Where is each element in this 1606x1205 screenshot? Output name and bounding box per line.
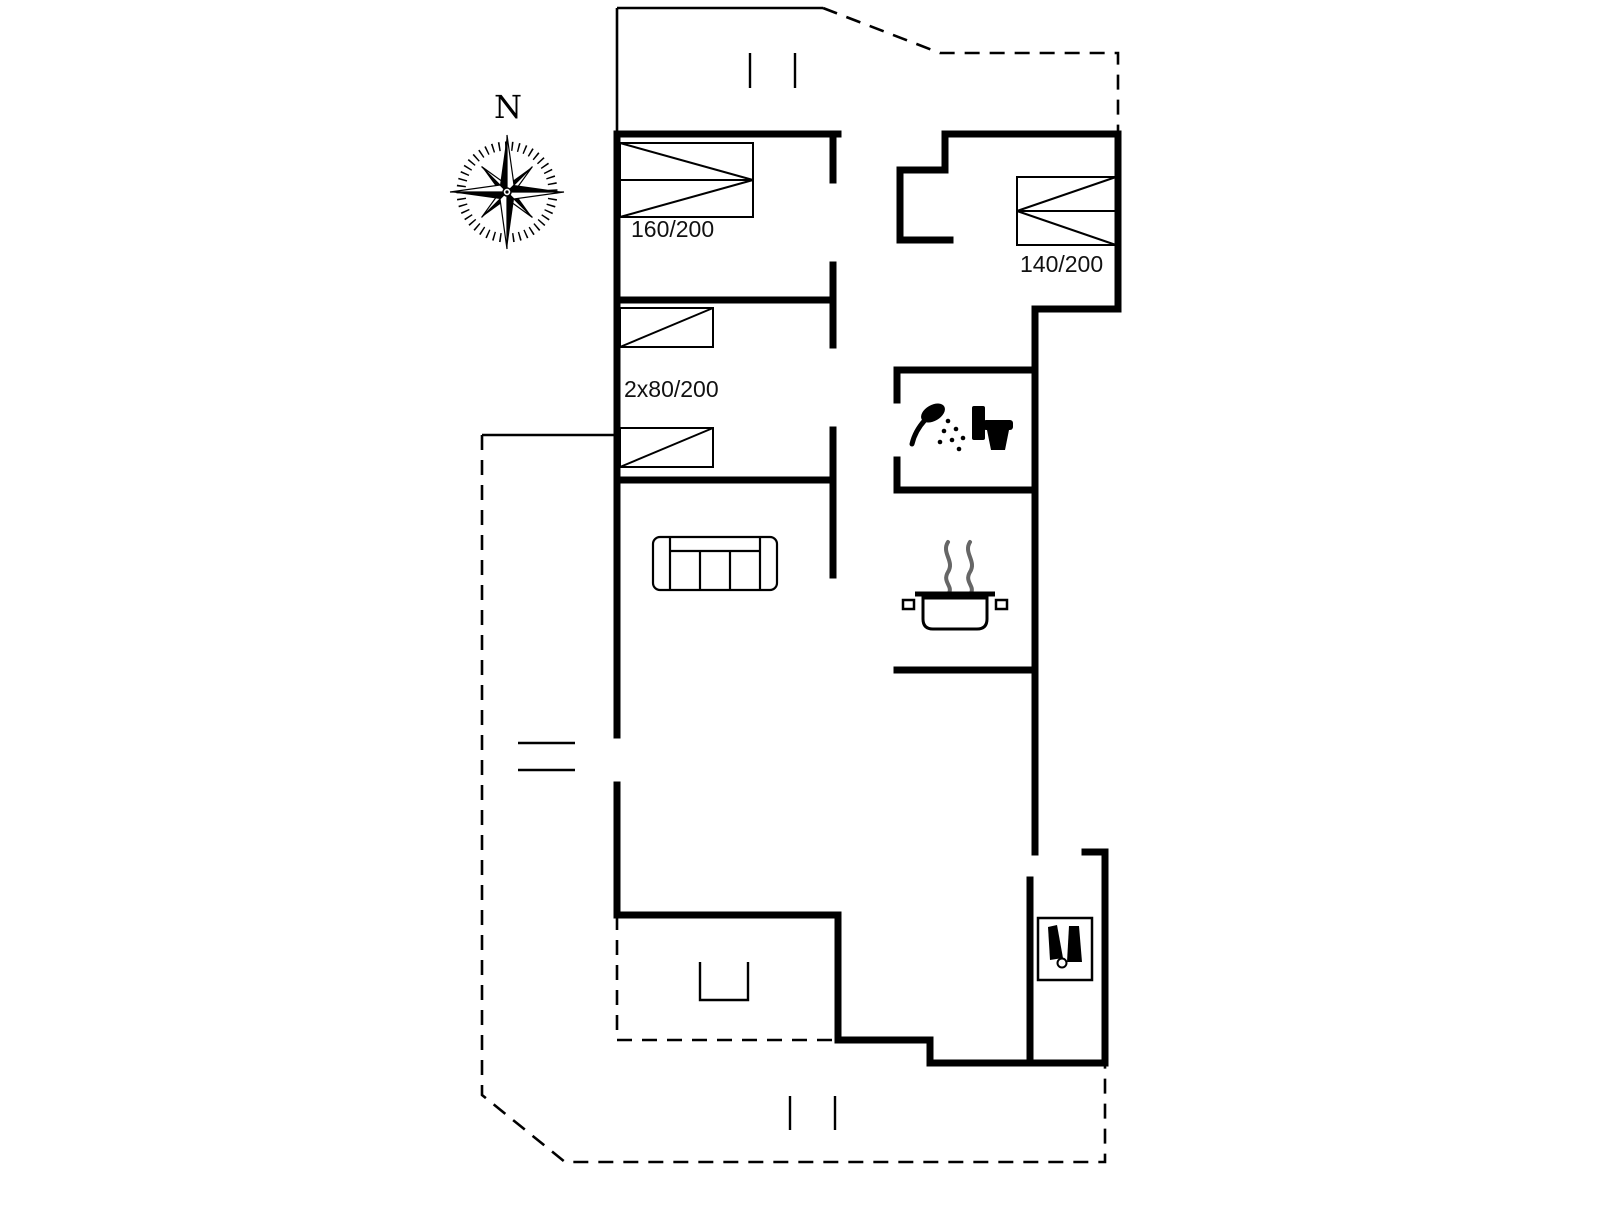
bed-double-icon — [619, 142, 754, 218]
steam-icon — [966, 540, 974, 595]
bed-double-label: 160/200 — [631, 216, 714, 242]
steam-icon — [944, 540, 952, 595]
bed-twin-label: 2x80/200 — [624, 376, 719, 402]
walls — [613, 130, 1122, 1067]
pot-with-steam-icon — [901, 540, 1009, 631]
opening-marks — [518, 53, 837, 1130]
terrace-dashed-outline — [480, 6, 1120, 1164]
bed-single-top-icon — [619, 307, 714, 348]
shower-icon — [909, 403, 966, 452]
water-heater-icon — [1036, 916, 1094, 982]
grill-icon — [698, 962, 750, 1002]
bed-right-icon — [1016, 176, 1117, 246]
toilet-icon — [972, 406, 1013, 450]
compass-cardinal-points — [449, 134, 565, 250]
terrace-solid-lines — [482, 6, 823, 437]
left-terrace-opening-mark — [518, 741, 575, 772]
compass-north-label: N — [494, 88, 522, 126]
sofa-icon — [651, 535, 779, 592]
bed-right-label: 140/200 — [1020, 251, 1103, 277]
bed-single-bottom-icon — [619, 427, 714, 468]
top-terrace-opening-mark — [748, 53, 797, 88]
compass-rose-icon — [449, 134, 565, 250]
bottom-terrace-opening-mark — [788, 1096, 837, 1130]
